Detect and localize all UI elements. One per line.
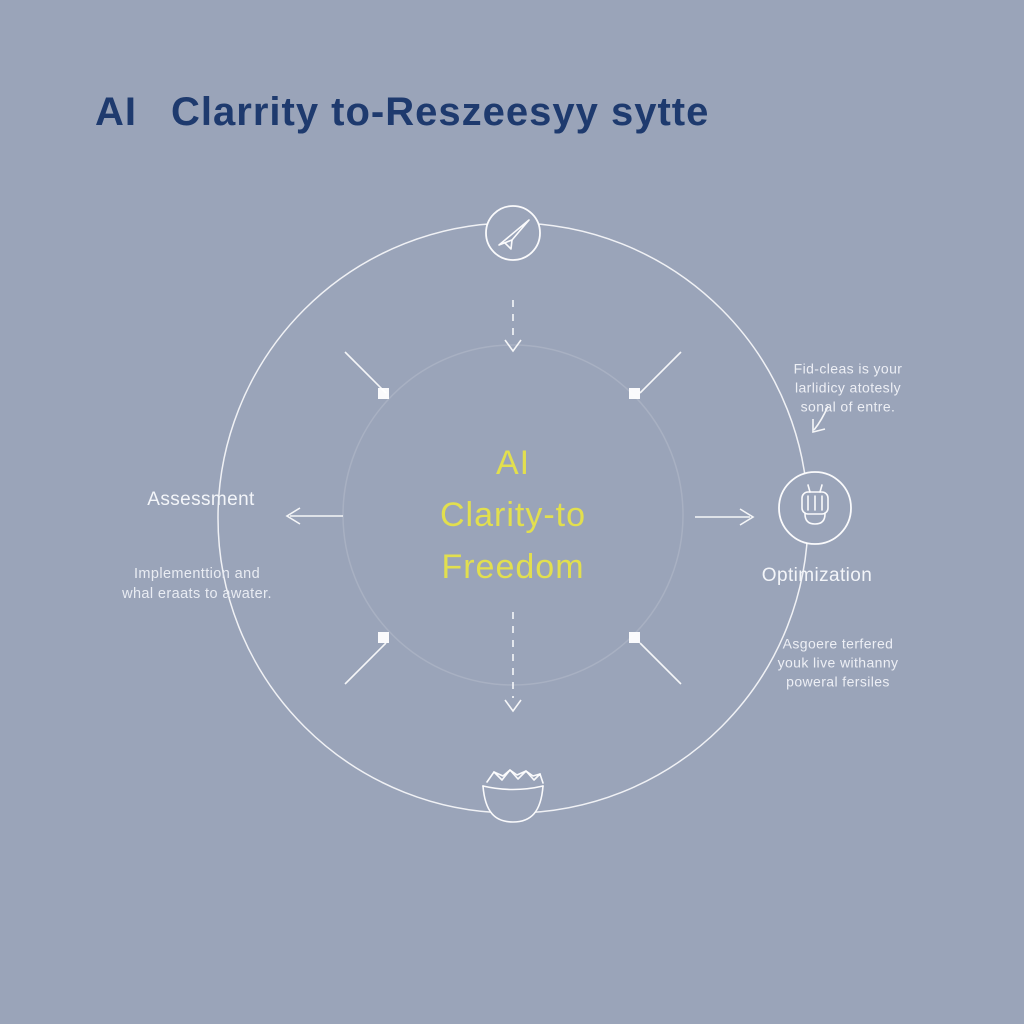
bottom-flow-arrow: [504, 612, 522, 713]
lower-left-connector: [344, 632, 389, 685]
center-headline-line1: AI: [495, 444, 531, 482]
center-headline: AI Clarity-to Freedom: [343, 437, 683, 593]
center-headline-line3: Freedom: [441, 548, 585, 586]
lower-right-connector: [629, 632, 682, 685]
page-title: AI Clarrity to-Reszeesyy sytte: [95, 90, 709, 135]
right-flow-arrow: [695, 508, 755, 526]
upper-right-connector: [629, 351, 682, 399]
paper-plane-icon: [485, 205, 541, 261]
center-headline-line2: Clarity-to: [439, 496, 587, 534]
robot-icon: [778, 471, 852, 545]
implementation-note: Implementtion and whal eraats to awater.: [122, 566, 272, 602]
bowl-icon: [482, 769, 544, 823]
top-right-note: Fid-cleas is your larlidicy atotesly son…: [793, 360, 903, 415]
top-flow-arrow: [504, 300, 522, 353]
annotation-arrow: [812, 405, 829, 434]
bottom-right-note: Asgoere terfered youk live withanny powe…: [777, 635, 899, 690]
page-title-prefix: AI: [95, 90, 137, 134]
page-title-rest: Clarrity to-Reszeesyy sytte: [171, 90, 710, 134]
optimization-label: Optimization: [761, 565, 873, 586]
left-flow-arrow: [285, 507, 343, 525]
upper-left-connector: [344, 351, 389, 399]
assessment-label: Assessment: [147, 489, 255, 510]
